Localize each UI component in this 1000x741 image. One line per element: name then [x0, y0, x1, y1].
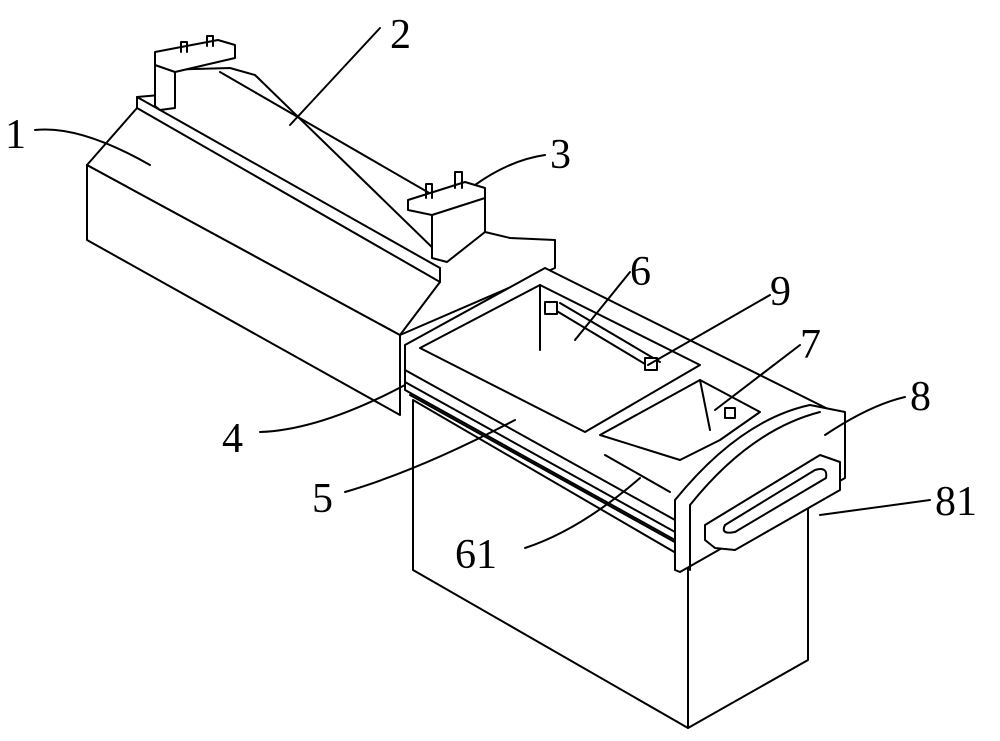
label-81: 81 [935, 479, 977, 525]
label-3: 3 [550, 132, 571, 178]
label-4: 4 [222, 416, 243, 462]
label-5: 5 [312, 476, 333, 522]
label-8: 8 [910, 374, 931, 420]
label-2: 2 [390, 12, 411, 58]
label-1: 1 [5, 112, 26, 158]
label-6: 6 [630, 249, 651, 295]
label-61: 61 [455, 532, 497, 578]
label-9: 9 [770, 269, 791, 315]
label-7: 7 [800, 322, 821, 368]
